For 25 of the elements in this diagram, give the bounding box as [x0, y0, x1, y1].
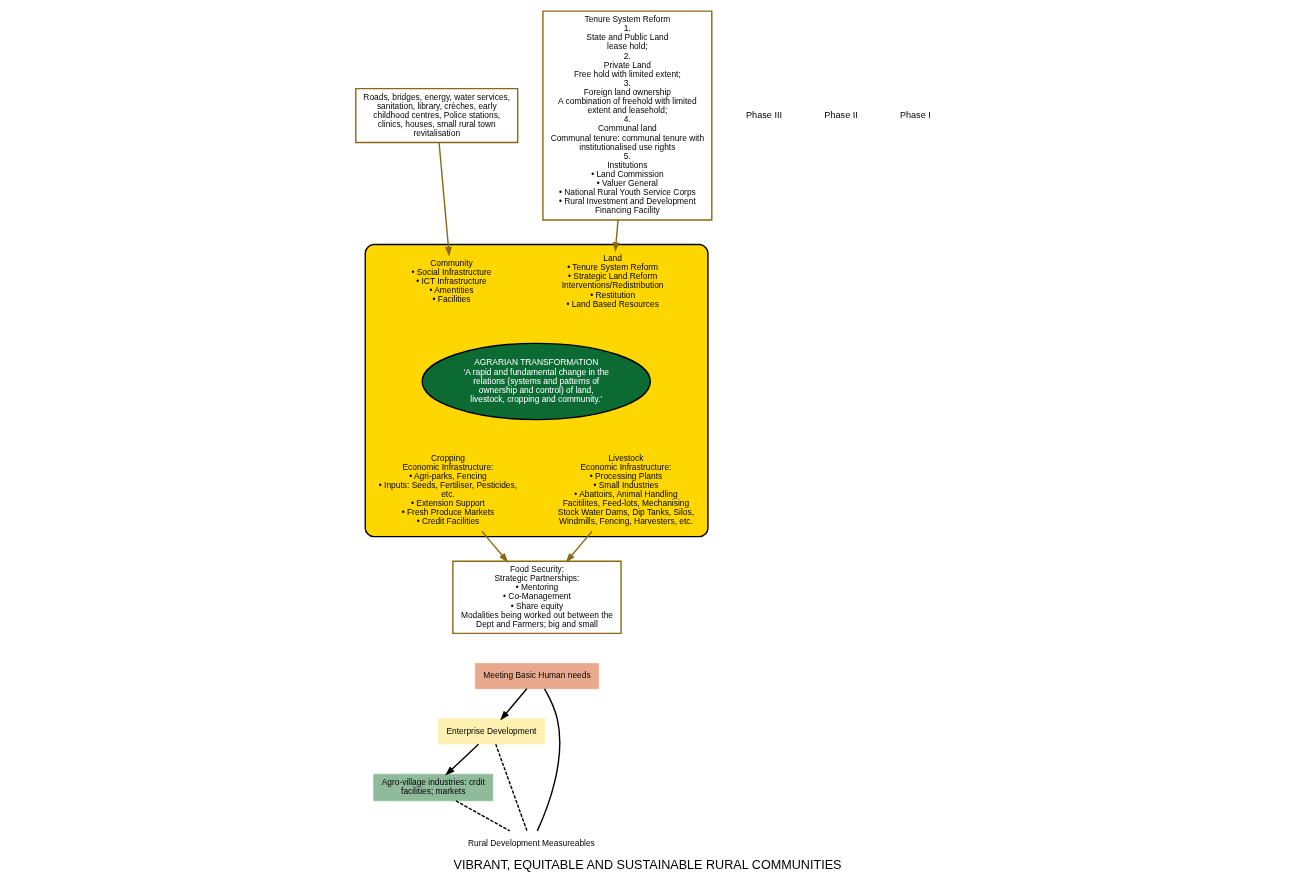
arrow: [445, 743, 480, 776]
arrow: [500, 688, 528, 721]
label: Phase II: [824, 109, 858, 120]
node-box: Tenure System Reform 1. State and Public Land lease hold; 2. Private Land Free hold with limited extent; 3. Foreign land ownership A combination of freehold with limited extent and leasehold; 4. Communal land Communal tenure: communal tenure with institutionalised use rights 5. Institutions • Land Commission • Valuer General • National Rural Youth Service Corps • Rural Investment and Development Financing Facility: [542, 10, 713, 221]
node-box: Meeting Basic Human needs: [474, 663, 599, 690]
label: Phase I: [899, 109, 931, 120]
connector: [455, 800, 511, 832]
node-text: Livestock Economic Infrastructure: • Processing Plants • Small Industries • Abattoirs, Animal Handling Facitilites, Feed-lots, Mechanising Stock Water Dams, Dip Tanks, Silos, Windmills, Fencing, Harvesters, etc.: [557, 452, 695, 527]
node-box: Agro-village industries: crdit facilities; markets: [373, 773, 494, 802]
connector: [536, 688, 561, 832]
node-text: Land • Tenure System Reform • Strategic Land Reform Interventions/Redistribution • Restitution • Land Based Resources: [561, 253, 664, 309]
node-box: Roads, bridges, energy, water services, sanitation, library, crèches, early childhood centres, Police stations, clinics, houses, small rural town revitalisation: [355, 87, 519, 144]
node-ellipse: AGRARIAN TRANSFORMATION ‘A rapid and fundamental change in the relations (systems and patterns of ownership and control) of land, livestock, cropping and community.’: [421, 342, 652, 421]
node-text: Community • Social Infrastructure • ICT Infrastructure • Amentities • Facilities: [411, 257, 492, 305]
arrow: [438, 142, 452, 257]
node-text: Rural Development Measureables: [467, 837, 595, 848]
caption: VIBRANT, EQUITABLE AND SUSTAINABLE RURAL COMMUNITIES: [453, 858, 842, 873]
arrow: [612, 219, 620, 253]
connector: [495, 743, 528, 832]
node-box: Enterprise Development: [437, 718, 545, 745]
node-text: Cropping Economic Infrastructure: • Agri-parks, Fencing • Inputs: Seeds, Fertiliser, Pesticides, etc. • Extension Support • Fresh Produce Markets • Credit Facilities: [378, 452, 518, 527]
node-box: Food Security: Strategic Partnerships: • Mentoring • Co-Management • Share equity Modalities being worked out between the Dept and Farmers; big and small: [452, 560, 622, 635]
arrow: [481, 530, 509, 563]
arrow: [565, 530, 593, 563]
label: Phase III: [746, 109, 782, 120]
